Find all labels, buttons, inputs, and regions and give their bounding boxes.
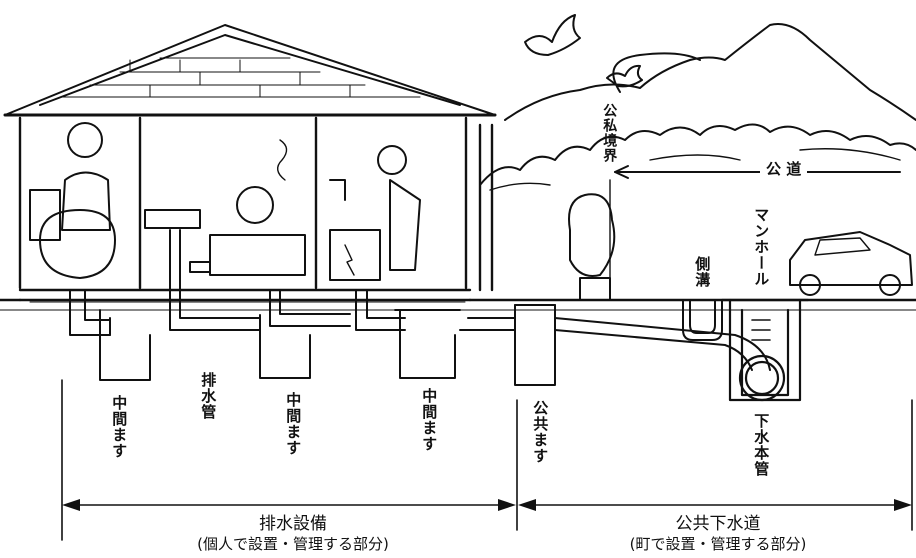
shrub xyxy=(568,193,616,301)
house-roof xyxy=(3,24,497,117)
caption-private-title: 排水設備 xyxy=(259,514,327,534)
room-bath xyxy=(144,139,306,276)
caption-public-title: 公共下水道 xyxy=(675,514,761,534)
mountains xyxy=(504,23,916,121)
tree-line xyxy=(479,123,916,301)
label-intermediate-basin-2: 中間ます xyxy=(284,392,303,456)
house-walls xyxy=(18,116,494,303)
label-intermediate-basin-3: 中間ます xyxy=(420,388,439,452)
room-toilet xyxy=(29,122,116,279)
caption-public-sub: (町で設置・管理する部分) xyxy=(629,535,807,554)
dimension-lines xyxy=(61,379,913,541)
caption-private-sub: (個人で設置・管理する部分) xyxy=(197,535,389,554)
sewer-main xyxy=(738,354,786,402)
caption-public-sewer: 公共下水道 (町で設置・管理する部分) xyxy=(598,513,838,555)
caption-private-drainage: 排水設備 (個人で設置・管理する部分) xyxy=(168,513,418,555)
label-public-road: 公 道 xyxy=(760,161,808,178)
side-ditch xyxy=(682,299,723,341)
birds xyxy=(524,14,643,88)
dimension-arrowheads xyxy=(62,499,912,511)
car xyxy=(789,231,913,296)
drain-pipes xyxy=(69,229,771,371)
label-public-private-boundary: 公私境界 xyxy=(601,103,618,163)
label-side-ditch: 側溝 xyxy=(693,256,712,288)
room-kitchen xyxy=(329,145,421,281)
label-public-basin: 公共ます xyxy=(531,400,550,464)
label-manhole: マンホール xyxy=(752,207,771,287)
label-intermediate-basin-1: 中間ます xyxy=(110,395,129,459)
label-drain-pipe: 排水管 xyxy=(199,372,218,420)
road-arrow xyxy=(614,165,901,179)
catch-basins xyxy=(99,304,556,386)
label-sewer-main: 下水本管 xyxy=(752,413,771,477)
